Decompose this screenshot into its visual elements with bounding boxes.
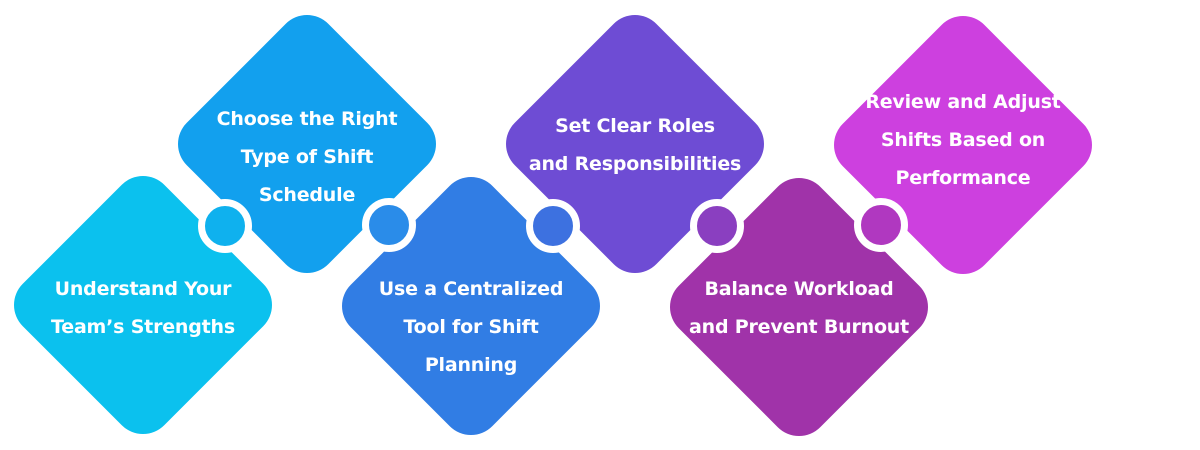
step-3-label: Use a Centralized Tool for Shift Plannin… (378, 278, 564, 376)
step-5-label: Balance Workload and Prevent Burnout (689, 278, 910, 338)
step-1-label: Understand Your Team’s Strengths (51, 278, 235, 338)
connector-1-2 (198, 199, 252, 253)
step-6-label: Review and Adjust Shifts Based on Perfor… (865, 91, 1061, 189)
connector-2-3 (362, 198, 416, 252)
connector-4-5 (690, 199, 744, 253)
step-4-label: Set Clear Roles and Responsibilities (528, 115, 742, 175)
connector-5-6 (854, 198, 908, 252)
step-2-label: Choose the Right Type of Shift Schedule (216, 108, 398, 206)
connector-3-4 (526, 199, 580, 253)
